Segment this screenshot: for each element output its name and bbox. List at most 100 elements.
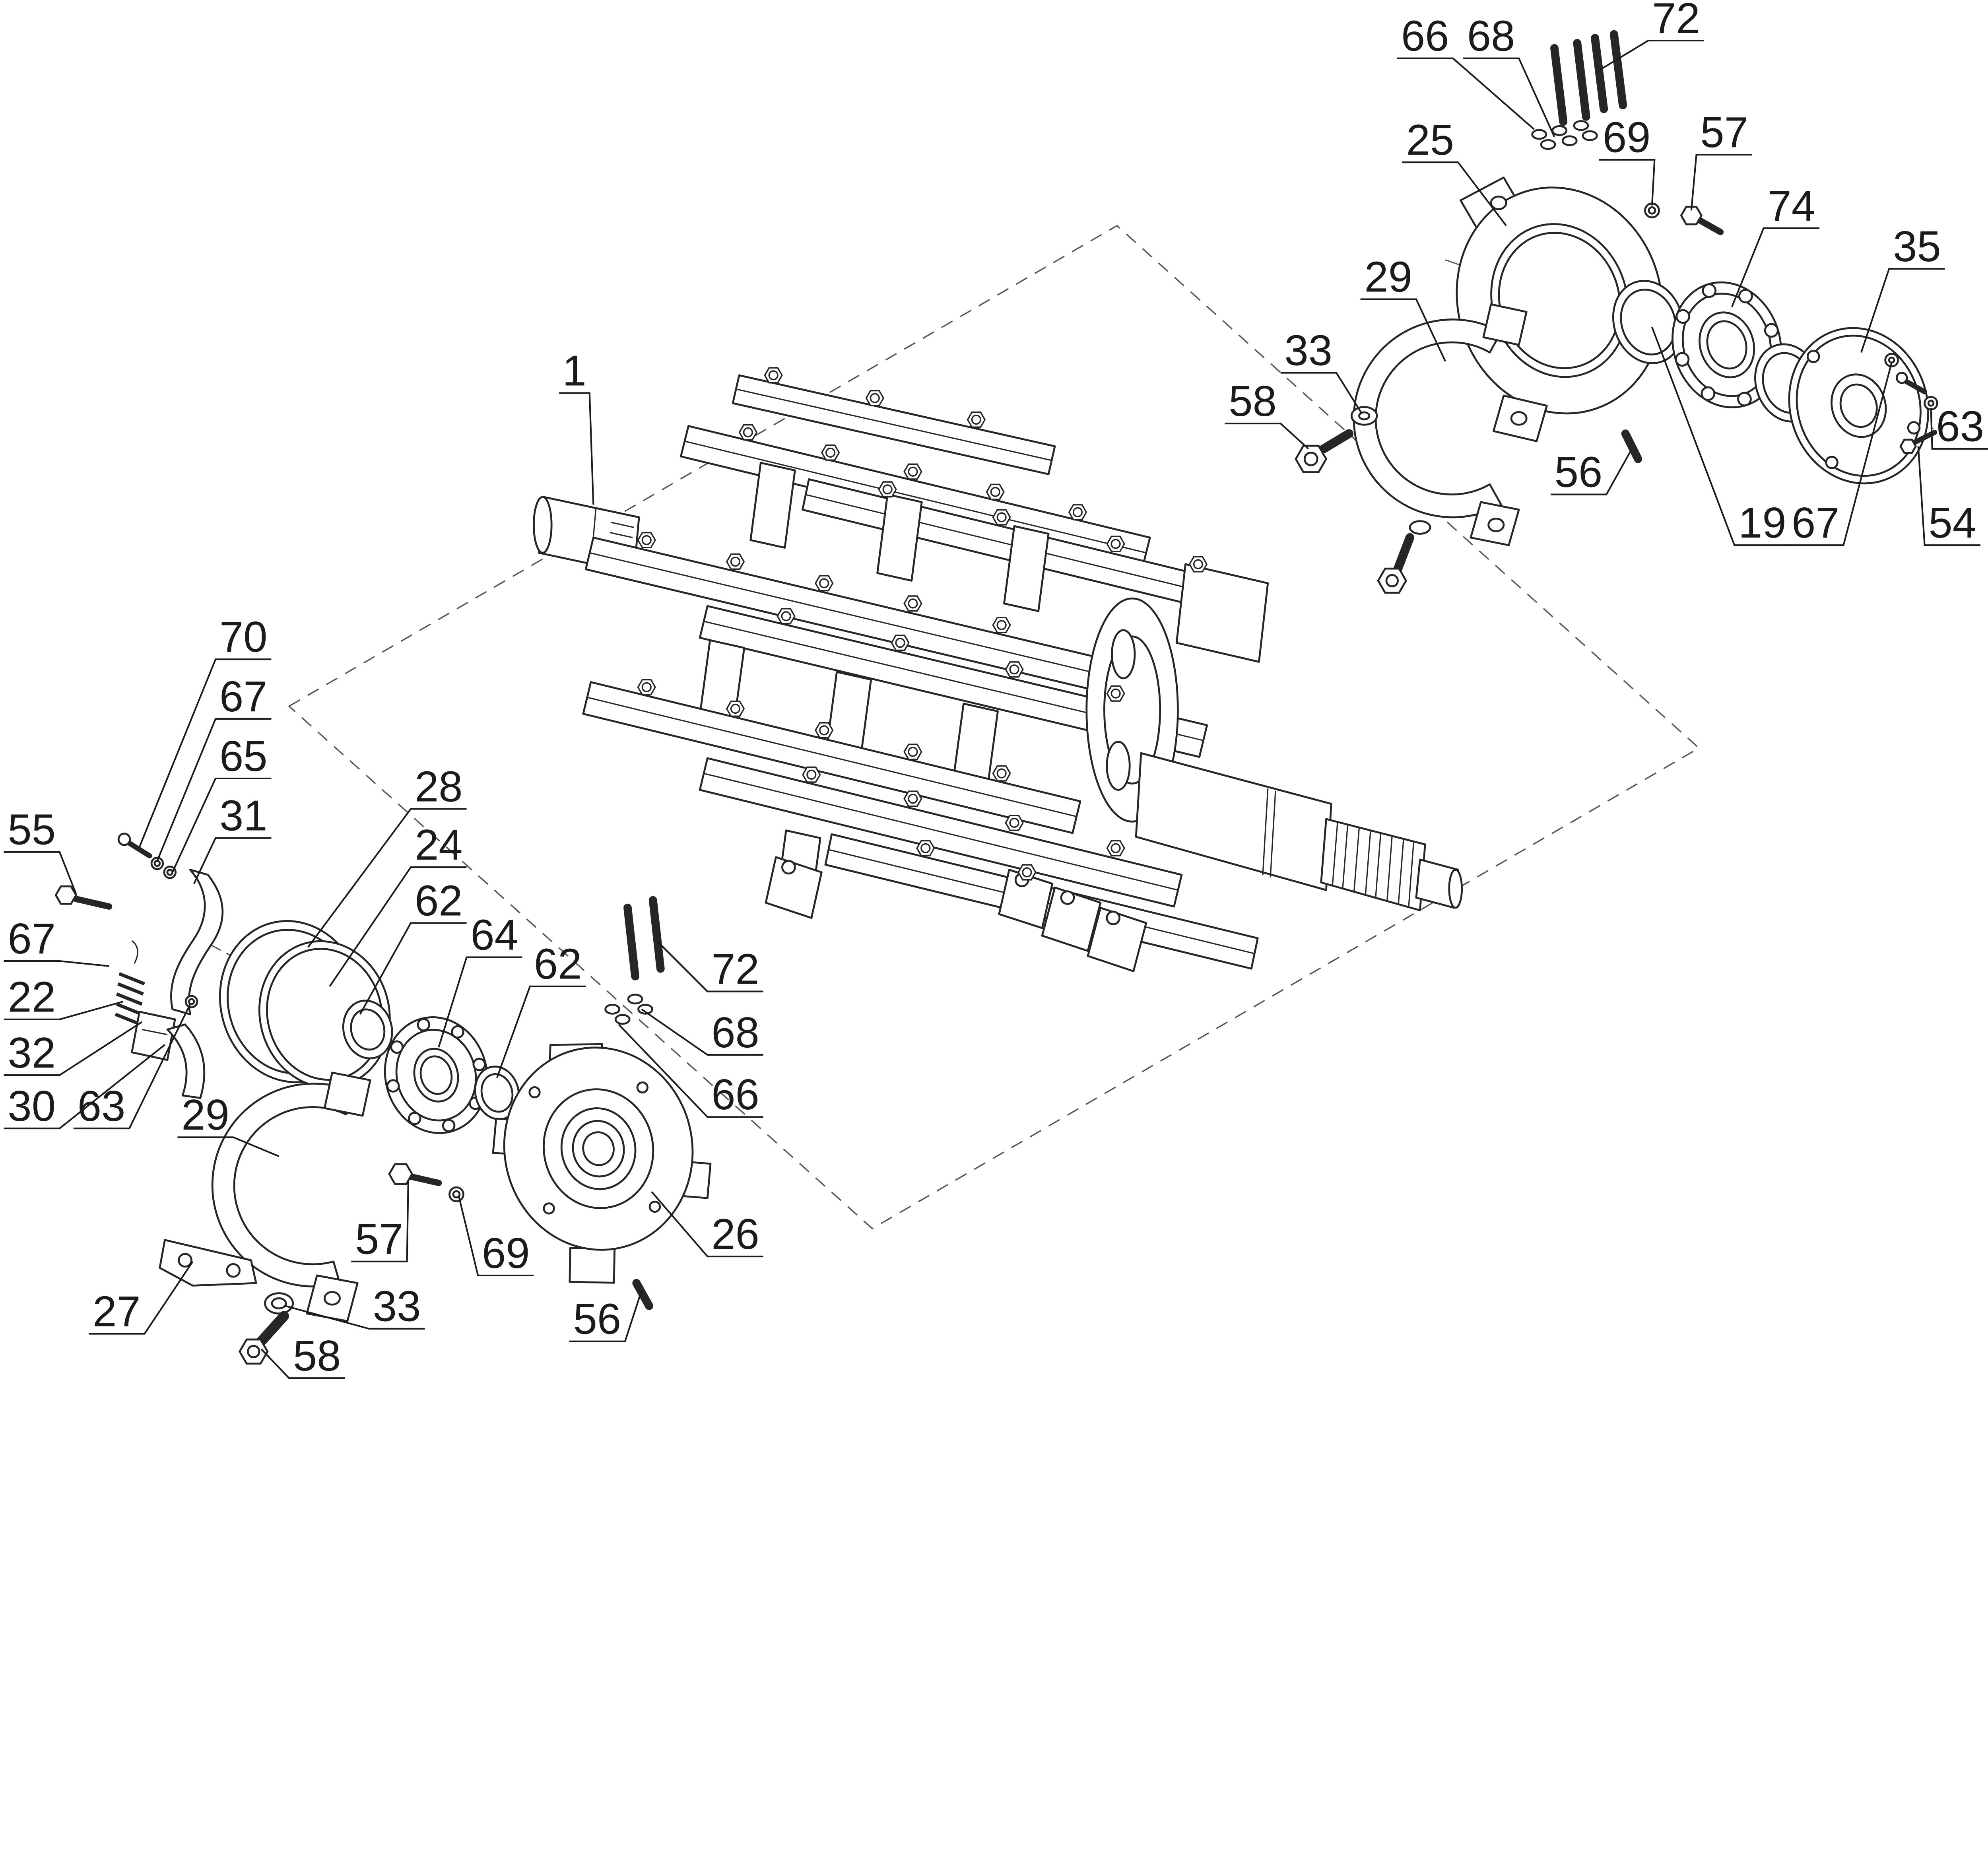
rotor-shaft-right — [1135, 752, 1463, 911]
washer-33-top — [1350, 406, 1378, 426]
seal-ring-19 — [1612, 280, 1684, 364]
ring-62-left — [342, 1000, 393, 1060]
callout-63-top: 63 — [1930, 402, 1988, 450]
callout-57-bottom: 57 — [351, 1181, 409, 1263]
callout-58-bottom: 58 — [260, 1332, 345, 1380]
washer-67-top — [1884, 353, 1899, 367]
part-number: 69 — [482, 1229, 530, 1277]
callout-33-top: 33 — [1280, 326, 1363, 414]
callout-29-bottom: 29 — [177, 1091, 280, 1157]
spring-22 — [115, 940, 146, 1026]
callout-67-top: 67 — [1788, 362, 1893, 547]
callouts: 66 68 72 25 69 57 74 35 29 33 58 56 63 1… — [4, 0, 1988, 1380]
callout-63-left: 63 — [73, 1004, 191, 1130]
diagram-canvas: 66 68 72 25 69 57 74 35 29 33 58 56 63 1… — [4, 0, 1988, 1380]
callout-68-top: 68 — [1463, 12, 1555, 138]
bearing-unit-top-right — [1295, 30, 1938, 594]
part-number: 70 — [219, 613, 268, 661]
drawing-page: 66 68 72 25 69 57 74 35 29 33 58 56 63 1… — [4, 0, 1988, 1380]
cover-35 — [1788, 327, 1929, 485]
callout-28: 28 — [307, 762, 467, 948]
callout-1: 1 — [559, 346, 594, 505]
part-number: 28 — [415, 762, 463, 810]
part-number: 68 — [711, 1008, 759, 1056]
screw-small-right — [1896, 372, 1927, 394]
studs-top — [1531, 30, 1627, 150]
callout-72-top: 72 — [1600, 0, 1704, 71]
callout-19: 19 — [1651, 326, 1790, 547]
bolt-57-bottom — [388, 1163, 442, 1186]
callout-69-bottom: 69 — [458, 1196, 534, 1277]
rotor-assembly — [533, 367, 1463, 972]
callout-55: 55 — [4, 806, 77, 894]
callout-74: 74 — [1731, 182, 1819, 307]
part-bearing-housing-25 — [1456, 177, 1663, 443]
pin-56-top — [1621, 429, 1642, 463]
callout-54: 54 — [1917, 446, 1980, 547]
part-number: 63 — [78, 1082, 126, 1130]
callout-68-bottom: 68 — [641, 1008, 763, 1056]
clamp-strap-30 — [166, 1023, 206, 1099]
pin-56-bottom — [632, 1279, 654, 1310]
part-number: 56 — [1555, 448, 1603, 496]
part-number: 68 — [1467, 12, 1515, 60]
part-number: 65 — [219, 732, 268, 780]
part-number: 55 — [8, 806, 56, 854]
callout-30: 30 — [4, 1044, 165, 1130]
callout-66-top: 66 — [1397, 12, 1535, 130]
callout-33-bottom: 33 — [285, 1282, 425, 1330]
part-number: 1 — [562, 346, 586, 394]
part-clamp-29-left — [211, 1072, 371, 1322]
callout-56-top: 56 — [1550, 448, 1631, 496]
callout-31: 31 — [193, 792, 272, 884]
rotor-body — [582, 374, 1269, 972]
washer-67-left — [150, 856, 164, 870]
plate-32 — [131, 1011, 176, 1061]
callout-29-top: 29 — [1360, 252, 1446, 362]
part-number: 67 — [219, 672, 268, 720]
callout-62-left: 62 — [359, 876, 467, 1015]
callout-66-bottom: 66 — [618, 1024, 763, 1118]
callout-56-bottom: 56 — [569, 1290, 643, 1343]
bearing-64 — [384, 1016, 489, 1134]
part-number: 33 — [1285, 326, 1333, 374]
part-number: 26 — [711, 1210, 759, 1258]
part-number: 54 — [1928, 499, 1976, 547]
washer-69-bottom — [448, 1186, 464, 1202]
part-number: 57 — [1700, 108, 1748, 156]
callout-70: 70 — [138, 613, 272, 847]
callout-27: 27 — [89, 1261, 194, 1335]
part-number: 22 — [8, 973, 56, 1021]
callout-62-right: 62 — [496, 940, 586, 1078]
bolt-58-top — [1295, 429, 1354, 473]
part-number: 57 — [355, 1215, 403, 1263]
part-number: 74 — [1767, 182, 1815, 230]
callout-67-left-upper: 67 — [156, 672, 272, 861]
part-number: 62 — [534, 940, 582, 988]
part-number: 58 — [1229, 377, 1277, 425]
part-number: 66 — [711, 1070, 759, 1118]
bearing-unit-bottom-left — [54, 833, 712, 1365]
part-number: 31 — [219, 792, 268, 840]
bolt-55 — [54, 885, 113, 910]
part-bearing-housing-26 — [492, 1043, 712, 1284]
washer-63-left — [184, 995, 198, 1008]
part-number: 24 — [415, 821, 463, 869]
callout-32: 32 — [4, 1021, 143, 1077]
callout-25: 25 — [1402, 116, 1507, 226]
part-number: 62 — [415, 876, 463, 924]
exploded-view-boundary — [288, 225, 1700, 1230]
bolt-58-bottom — [239, 1311, 289, 1365]
callout-22: 22 — [4, 973, 123, 1021]
part-number: 30 — [8, 1082, 56, 1130]
callout-24: 24 — [329, 821, 467, 987]
part-number: 64 — [470, 911, 518, 959]
part-number: 32 — [8, 1029, 56, 1077]
callout-57-top: 57 — [1690, 108, 1752, 211]
part-number: 35 — [1893, 222, 1941, 270]
callout-58-top: 58 — [1225, 377, 1309, 450]
callout-35: 35 — [1860, 222, 1945, 353]
bolt-70 — [117, 833, 152, 858]
part-number: 72 — [711, 945, 759, 993]
part-number: 58 — [293, 1332, 341, 1380]
